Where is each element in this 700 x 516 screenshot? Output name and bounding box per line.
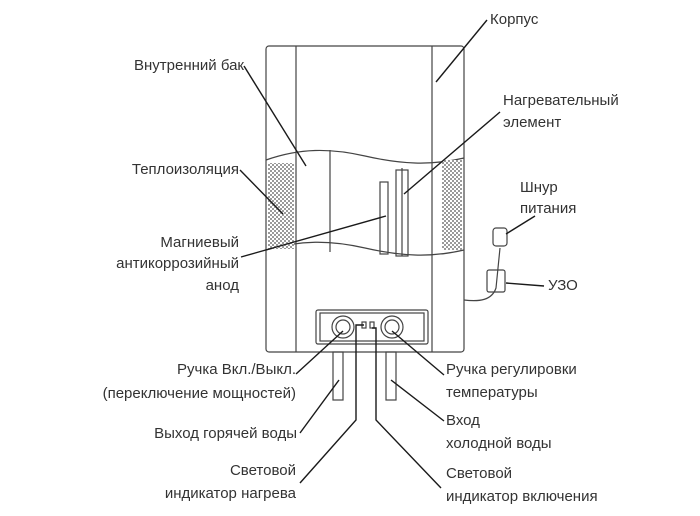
heater-body [265,45,508,401]
label-cord-line2: питания [520,200,576,217]
onoff-knob [331,315,355,339]
label-anode-line1: Магниевый [160,234,239,251]
labels: Корпус Внутренний бак Нагревательный эле… [103,11,619,505]
label-heat-led-line1: Световой [230,462,296,479]
temperature-knob-inner [384,319,400,335]
label-cold-water-line1: Вход [446,412,480,429]
leader-power-led [372,327,442,489]
onoff-knob-inner [335,319,351,335]
inner-tank-bottom-wave [265,241,465,256]
power-indicator-led [369,321,375,329]
label-anode-line3: анод [206,277,240,294]
temperature-knob [380,315,404,339]
leader-insulation [239,169,284,215]
leader-uzo [505,282,545,287]
leader-inner-tank [243,65,307,167]
label-insulation: Теплоизоляция [132,161,239,178]
label-inner-tank: Внутренний бак [134,57,244,74]
insulation-right [442,160,462,250]
hot-water-pipe [332,351,344,401]
leader-heat-led [299,324,364,484]
control-panel [315,309,429,345]
outer-casing [265,45,465,353]
label-heater-line2: элемент [503,114,561,131]
label-power-led-line2: индикатор включения [446,488,598,505]
leader-lines [239,19,545,489]
label-hot-water: Выход горячей воды [154,425,297,442]
leader-onoff [295,330,344,375]
leader-anode [240,215,387,258]
label-heat-led-line2: индикатор нагрева [165,485,297,502]
label-power-led-line1: Световой [446,465,512,482]
insulation-left [268,163,294,249]
label-heater-line1: Нагревательный [503,92,619,109]
label-temp-knob-line2: температуры [446,384,538,401]
label-anode-line2: антикоррозийный [116,255,239,272]
cold-water-pipe [385,351,397,401]
label-korpus: Корпус [490,11,539,28]
leader-hot-water [299,379,340,434]
power-cord [463,247,501,302]
leader-heater [403,111,501,195]
leader-cold-water [390,379,445,422]
label-uzo: УЗО [548,277,578,294]
power-plug [492,227,508,247]
control-panel-inner [319,312,425,342]
leader-cord [505,215,536,235]
label-cord-line1: Шнур [520,179,558,196]
rcd-device [486,269,506,293]
label-cold-water-line2: холодной воды [446,435,552,452]
label-onoff-line2: (переключение мощностей) [103,385,296,402]
label-temp-knob-line1: Ручка регулировки [446,361,577,378]
leader-korpus [435,19,488,83]
label-onoff-line1: Ручка Вкл./Выкл. [177,361,296,378]
leader-temp-knob [391,330,445,376]
inner-tank-top-wave [265,149,465,164]
